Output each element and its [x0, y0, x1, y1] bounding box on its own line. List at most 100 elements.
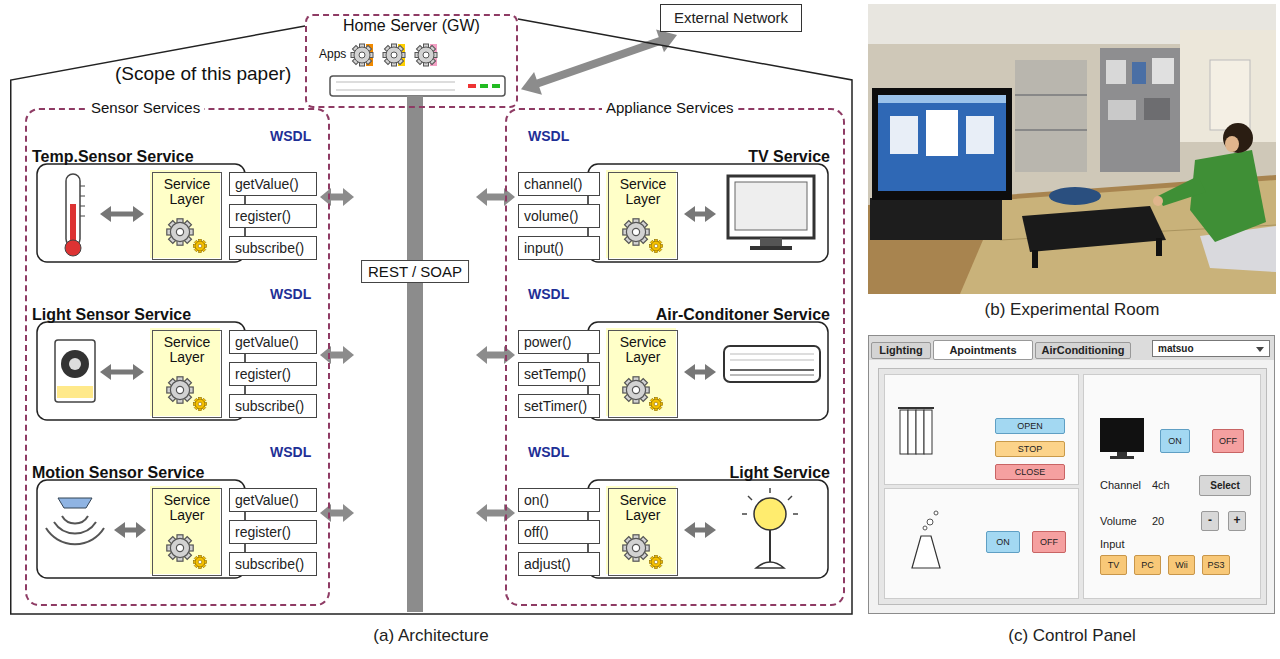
ui-tab: Apointments [933, 340, 1033, 360]
light-figure-part-part [793, 513, 798, 515]
ui-button: OFF [1032, 531, 1066, 553]
temp-sensor-figure-part [37, 164, 245, 262]
box-label: input() [524, 240, 564, 256]
ui-button: PC [1134, 555, 1161, 575]
box-label: channel() [524, 176, 582, 192]
light-figure-part-part [788, 496, 792, 500]
control-panel-frame-part [1084, 375, 1261, 599]
box-label: AirConditioning [1041, 344, 1124, 357]
box-label: subscribe() [235, 240, 304, 256]
curtain-icon-part [916, 410, 924, 454]
motion-sensor-figure-part [62, 516, 88, 524]
ui-label: Input [1100, 538, 1124, 551]
method-box: subscribe() [229, 394, 317, 418]
room-photo-part [1022, 206, 1166, 252]
double-arrow [476, 504, 515, 522]
motion-sensor-figure-part [114, 522, 125, 538]
light-figure-part [754, 498, 786, 530]
temp-sensor-figure-part [80, 216, 85, 217]
temp-sensor-figure-part [133, 206, 144, 222]
double-arrow [320, 346, 354, 364]
room-photo-part [870, 198, 1002, 240]
temp-sensor-figure [37, 164, 245, 262]
arrow-head [343, 346, 354, 364]
method-box: channel() [518, 172, 600, 196]
aircon-figure-part [606, 328, 676, 416]
light-figure-part-part [769, 488, 771, 493]
room-photo-part [1132, 62, 1146, 84]
box-label: getValue() [235, 334, 299, 350]
ui-button: OFF [1212, 429, 1244, 453]
wsdl-label: WSDL [270, 444, 311, 460]
room-photo [868, 4, 1276, 294]
light-sensor-figure-part [100, 364, 111, 380]
ui-label: Channel [1100, 479, 1141, 492]
server-device-part [330, 76, 505, 96]
box-label: OPEN [1017, 421, 1043, 431]
ui-button: STOP [995, 441, 1065, 457]
control-panel-frame-part [879, 369, 1267, 605]
temp-sensor-figure-part [100, 206, 111, 222]
service-title: Air-Conditoner Service [656, 306, 830, 324]
aircon-figure-part [649, 397, 662, 410]
light-figure-part [623, 535, 649, 561]
wsdl-label: WSDL [270, 128, 311, 144]
motion-sensor-figure-part [46, 528, 104, 544]
motion-sensor-figure-part [54, 522, 96, 533]
ui-button: ON [986, 531, 1020, 553]
aircon-figure-part [623, 377, 649, 403]
service-layer-box: Service Layer [608, 172, 678, 260]
box-label: Wii [1175, 560, 1188, 570]
app-icons-part [383, 44, 405, 66]
aircon-figure-part [730, 369, 814, 371]
room-photo-part [1049, 187, 1101, 205]
light-sensor-figure-part [193, 397, 206, 410]
temp-sensor-figure-part [193, 239, 206, 252]
motion-sensor-figure-part [58, 498, 92, 508]
box-label: off() [524, 524, 549, 540]
method-box: volume() [518, 204, 600, 228]
server-device-part [336, 82, 455, 83]
method-box: subscribe() [229, 236, 317, 260]
ui-button: + [1228, 511, 1246, 531]
house-outline: (Scope of this paper)Home Server (GW)App… [10, 3, 853, 617]
ui-tab: Lighting [871, 342, 931, 359]
room-photo-part [1153, 196, 1163, 206]
light-sensor-figure-part [37, 322, 245, 420]
light-figure [588, 480, 828, 578]
box-label: subscribe() [235, 398, 304, 414]
bus-bar-part [407, 96, 423, 612]
box-label: register() [235, 366, 291, 382]
room-photo-part [890, 116, 918, 154]
tv-figure-part [728, 176, 814, 238]
arrow-head [656, 30, 677, 53]
room-photo-part [872, 88, 1012, 200]
light-sensor-figure-part [61, 350, 89, 378]
dropdown-arrow [1256, 347, 1264, 352]
tv-figure-part [649, 239, 662, 252]
tv-figure-part [606, 170, 676, 258]
temp-sensor-figure-part [80, 196, 85, 197]
appliance-service-box: Air-Conditoner ServiceWSDLpower()setTemp… [518, 284, 836, 426]
tv-figure-part [750, 246, 792, 250]
lamp-icon-part [923, 526, 927, 530]
light-figure-part [705, 522, 716, 538]
box-label: OFF [1219, 436, 1237, 446]
light-figure-part [649, 555, 662, 568]
temp-sensor-figure-part [150, 170, 220, 258]
tv-figure-part [588, 164, 828, 262]
light-figure-part-part [742, 513, 747, 515]
double-arrow [476, 188, 515, 206]
light-sensor-figure-part [150, 328, 220, 416]
double-arrow [476, 346, 515, 364]
room-photo-part [1015, 129, 1087, 131]
tv-figure-part [684, 206, 695, 222]
layer-label: Service Layer [153, 493, 221, 524]
curtain-icon-part [908, 410, 916, 454]
lamp-icon-part [934, 511, 938, 515]
room-photo-part [878, 95, 1006, 191]
light-figure-part [769, 530, 771, 564]
light-figure-part [756, 562, 784, 568]
light-sensor-figure-part [167, 377, 193, 403]
